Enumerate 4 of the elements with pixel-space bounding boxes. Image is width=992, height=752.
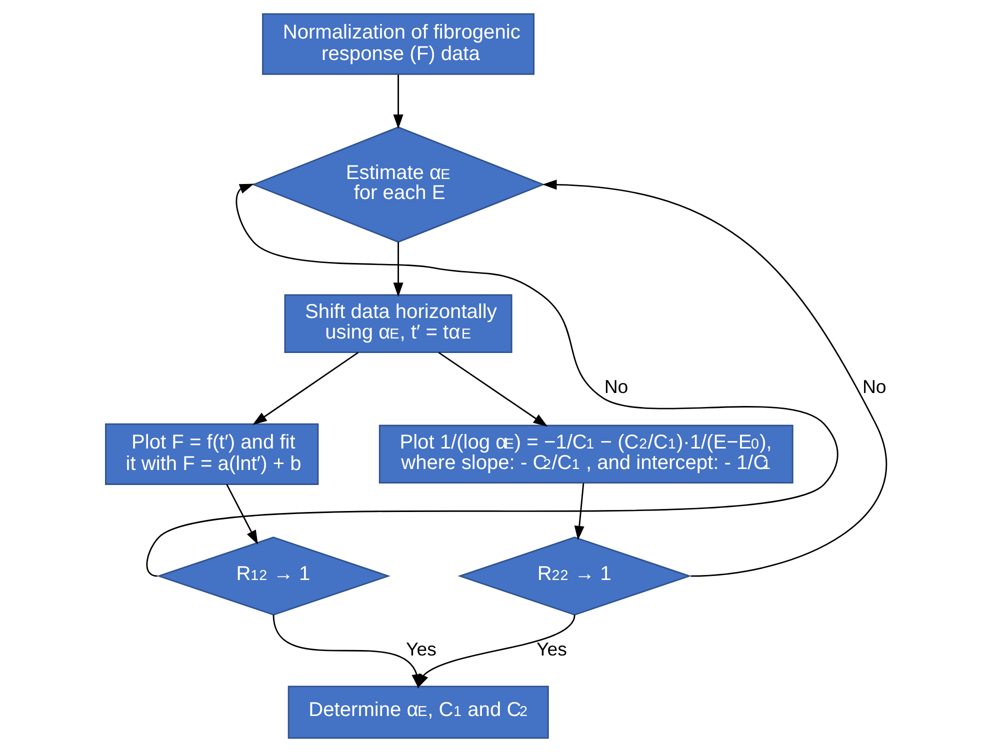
edge-label: Yes: [406, 638, 436, 660]
edge-label: No: [604, 376, 628, 398]
edge-label: No: [862, 376, 886, 398]
edge-label: Yes: [536, 638, 566, 660]
